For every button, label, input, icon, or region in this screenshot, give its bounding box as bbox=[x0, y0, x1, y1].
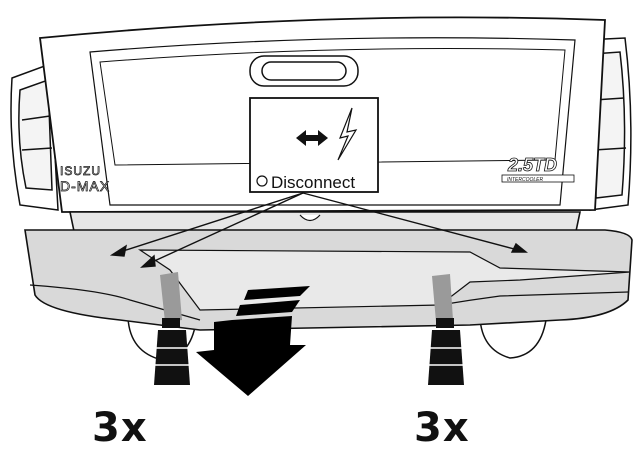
circle-bullet-icon bbox=[256, 175, 268, 187]
callout-pointers bbox=[109, 192, 528, 268]
brand-line2: D-MAX bbox=[60, 178, 110, 194]
disconnect-label: Disconnect bbox=[271, 173, 355, 192]
lightning-bolt-icon bbox=[337, 107, 358, 161]
left-tail-light bbox=[10, 62, 59, 211]
engine-badge-text: 2.5TD bbox=[507, 155, 557, 175]
brand-line1: ISUZU bbox=[60, 164, 101, 178]
tailgate-handle bbox=[249, 55, 359, 87]
double-arrow-icon bbox=[296, 130, 328, 146]
removal-direction-arrow bbox=[196, 286, 310, 396]
right-fastener-tool bbox=[428, 318, 464, 385]
left-count-label: 3x bbox=[92, 405, 148, 451]
brand-badge: ISUZU D-MAX bbox=[60, 164, 110, 195]
right-count-label: 3x bbox=[414, 405, 470, 451]
rear-bumper bbox=[24, 211, 633, 331]
disconnect-callout: Disconnect bbox=[249, 97, 379, 193]
mount-shading bbox=[160, 272, 453, 322]
engine-sub-badge: INTERCOOLER bbox=[507, 177, 544, 183]
engine-badge: 2.5TD INTERCOOLER bbox=[501, 155, 575, 183]
left-fastener-tool bbox=[154, 318, 190, 385]
